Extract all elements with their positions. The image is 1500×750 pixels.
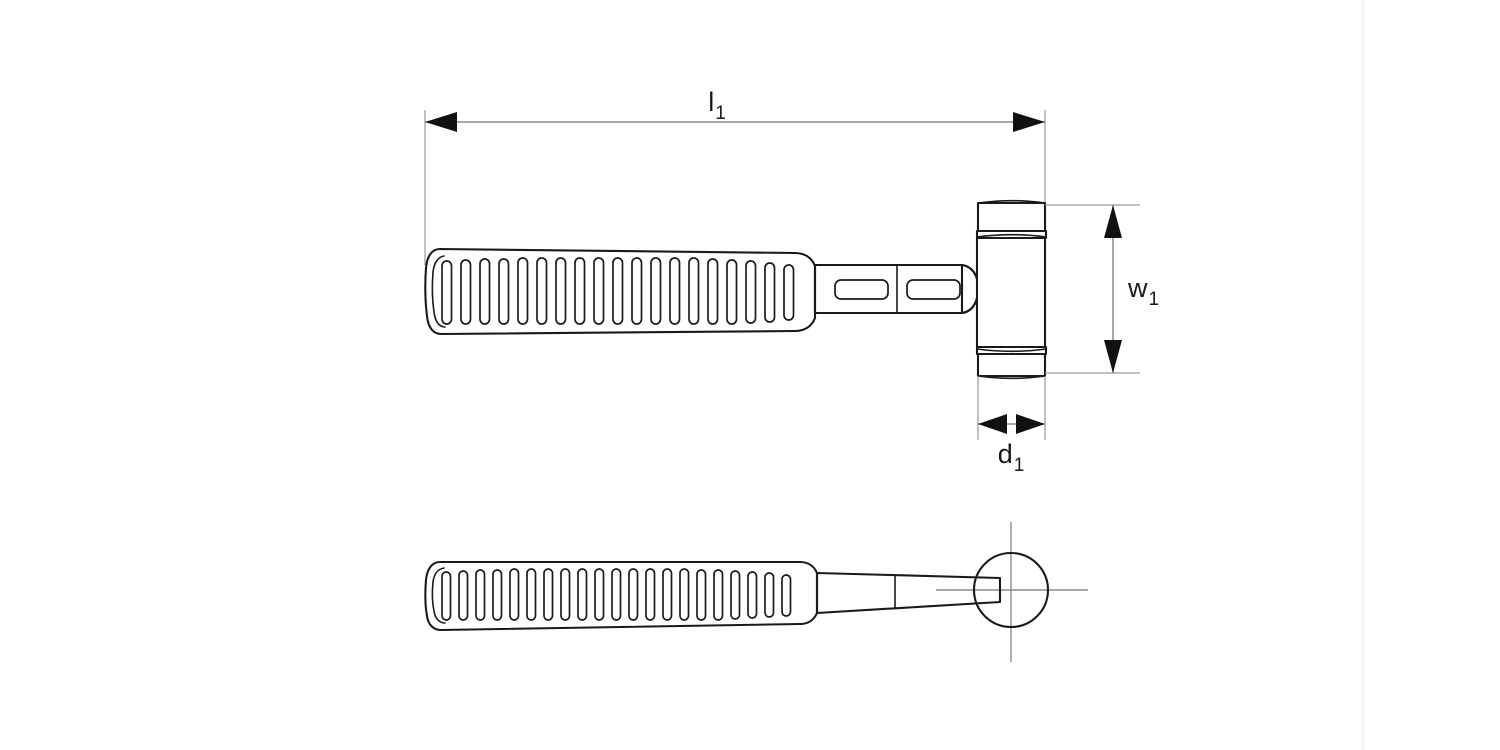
handle-rib [555,257,567,325]
plan-handle-rib [560,568,571,621]
handle-rib [631,257,643,325]
handle-rib [574,257,586,325]
plan-handle-rib [458,570,469,621]
handle-rib [669,257,681,325]
handle-rib-group [441,257,795,325]
plan-handle-rib [543,568,554,621]
head-main-body [960,236,1047,349]
dimension-l1: l1 [424,87,1046,265]
w1-arrowhead-top [1104,205,1122,238]
handle-butt-inner-contour [431,255,446,328]
plan-handle-rib [730,570,741,620]
plan-handle-rib [781,574,792,617]
plan-head-circle [972,551,1050,629]
handle-rib [726,259,738,325]
plan-handle-rib [747,571,758,619]
head-top-cap-curve [977,199,1046,204]
handle-rib [745,260,757,324]
plan-handle-rib-group [441,568,792,621]
head-bottom-cap-curve [977,375,1046,380]
plan-view-group [424,522,1088,662]
l1-arrowhead-right [1013,112,1045,132]
handle-rib [764,262,776,323]
plan-handle-rib [594,568,605,621]
handle-rib [612,257,624,325]
l1-label: l1 [708,87,726,124]
plan-handle-rib [764,572,775,618]
head-lower-band-curve [976,348,1047,353]
plan-handle-rib [611,568,622,621]
d1-label: d1 [998,439,1025,476]
side-view-group [424,199,1048,380]
handle-rib [517,257,529,325]
shaft-slot [834,279,889,300]
plan-handle-rib [679,568,690,621]
plan-handle-rib [475,569,486,621]
handle-rib [498,258,510,325]
handle-rib [441,260,453,325]
plan-handle-rib [577,568,588,621]
handle-rib [460,259,472,325]
plan-handle-rib [441,571,452,621]
head-bottom-cap [976,352,1047,378]
plan-handle-rib [628,568,639,621]
handle-rib [479,258,491,325]
plan-handle-rib [492,569,503,621]
plan-handle-butt-inner-contour [431,567,446,624]
d1-arrowhead-left [978,414,1007,434]
handle-rib [688,257,700,325]
handle-rib [593,257,605,325]
d1-arrowhead-right [1016,414,1045,434]
dimension-d1: d1 [977,376,1046,476]
w1-label: w1 [1127,273,1159,310]
handle-rib [783,264,795,321]
dimension-w1: w1 [1045,204,1159,374]
plan-shaft-outline [815,571,1002,615]
handle-rib [536,257,548,325]
plan-handle-rib [713,569,724,621]
l1-arrowhead-left [425,112,457,132]
handle-grip-outline [424,247,817,336]
plan-handle-rib [526,568,537,621]
plan-handle-rib [509,568,520,621]
plan-handle-rib [696,569,707,621]
w1-arrowhead-bottom [1104,340,1122,373]
shaft-slot [906,279,961,300]
plan-handle-rib [662,568,673,621]
plan-handle-rib [645,568,656,621]
handle-rib [650,257,662,325]
plan-handle-grip-outline [424,560,819,632]
head-upper-band-curve [976,233,1047,238]
handle-rib [707,258,719,325]
head-top-cap [976,201,1047,233]
shaft-outline [813,263,979,315]
